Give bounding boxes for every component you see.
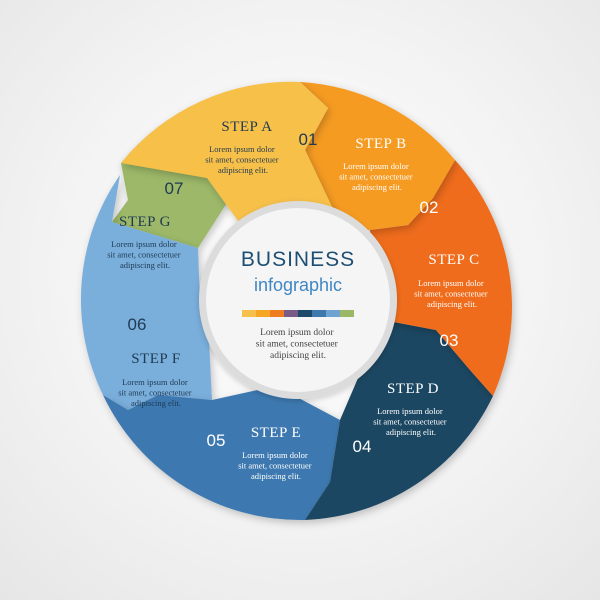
palette-swatch: [326, 310, 340, 317]
step-a-title: STEP A: [221, 119, 272, 135]
step-e-title: STEP E: [251, 425, 301, 441]
step-g-content: STEP G 07 Lorem ipsum dolor sit amet, co…: [107, 179, 183, 270]
step-e-body-line-3: adipiscing elit.: [251, 471, 301, 481]
step-d-number: 04: [353, 437, 372, 456]
step-b-body-line-3: adipiscing elit.: [352, 182, 402, 192]
step-e-content: STEP E 05 Lorem ipsum dolor sit amet, co…: [207, 425, 314, 481]
step-c-title: STEP C: [428, 252, 479, 268]
segment-step-c: [370, 160, 513, 396]
step-f-number: 06: [128, 315, 147, 334]
step-c-number: 03: [440, 331, 459, 350]
step-b-content: STEP B 02 Lorem ipsum dolor sit amet, co…: [339, 136, 438, 217]
step-d-body-line-2: sit amet, consectetuer: [373, 417, 447, 427]
center-subtitle: infographic: [254, 275, 342, 295]
step-g-body-line-2: sit amet, consectetuer: [107, 250, 181, 260]
step-c-body-line-3: adipiscing elit.: [427, 299, 477, 309]
step-g-number: 07: [165, 179, 184, 198]
step-f-body-line-1: Lorem ipsum dolor: [122, 377, 188, 387]
palette-swatch: [256, 310, 270, 317]
step-c-body: Lorem ipsum dolor sit amet, consectetuer…: [414, 278, 490, 309]
step-d-content: STEP D 04 Lorem ipsum dolor sit amet, co…: [353, 381, 449, 456]
center-title: BUSINESS: [241, 248, 355, 271]
step-f-body-line-2: sit amet, consectetuer: [118, 388, 192, 398]
step-d-body-line-1: Lorem ipsum dolor: [377, 406, 443, 416]
step-a-body: Lorem ipsum dolor sit amet, consectetuer…: [205, 144, 281, 175]
palette-swatch: [298, 310, 312, 317]
segment-step-f: [80, 175, 212, 410]
center-body-line-1: Lorem ipsum dolor: [260, 328, 334, 338]
step-g-title: STEP G: [119, 214, 171, 230]
step-f-body: Lorem ipsum dolor sit amet, consectetuer…: [118, 377, 194, 408]
step-a-content: STEP A 01 Lorem ipsum dolor sit amet, co…: [205, 119, 317, 175]
center-palette-strip: [242, 310, 354, 317]
segment-step-a: [121, 81, 342, 232]
step-g-body-line-1: Lorem ipsum dolor: [111, 239, 177, 249]
palette-swatch: [312, 310, 326, 317]
segment-step-e: [103, 386, 340, 521]
step-d-body-line-3: adipiscing elit.: [386, 427, 436, 437]
step-c-body-line-1: Lorem ipsum dolor: [418, 278, 484, 288]
step-b-body-line-2: sit amet, consectetuer: [339, 172, 413, 182]
step-e-body-line-1: Lorem ipsum dolor: [242, 450, 308, 460]
palette-swatch: [284, 310, 298, 317]
step-b-body-line-1: Lorem ipsum dolor: [343, 161, 409, 171]
palette-swatch: [270, 310, 284, 317]
step-e-number: 05: [207, 431, 226, 450]
step-f-title: STEP F: [131, 351, 181, 367]
step-e-body-line-2: sit amet, consectetuer: [238, 461, 312, 471]
step-b-title: STEP B: [355, 136, 406, 152]
segment-step-b: [300, 82, 455, 230]
step-f-body-line-3: adipiscing elit.: [131, 398, 181, 408]
step-a-body-line-2: sit amet, consectetuer: [205, 155, 279, 165]
step-c-content: STEP C 03 Lorem ipsum dolor sit amet, co…: [414, 252, 490, 350]
cycle-segments: [80, 81, 513, 521]
step-b-body: Lorem ipsum dolor sit amet, consectetuer…: [339, 161, 415, 192]
step-a-body-line-3: adipiscing elit.: [218, 165, 268, 175]
step-f-content: STEP F 06 Lorem ipsum dolor sit amet, co…: [118, 315, 194, 408]
center-body: Lorem ipsum dolor sit amet, consectetuer…: [256, 328, 340, 361]
palette-swatch: [242, 310, 256, 317]
step-a-number: 01: [299, 130, 318, 149]
center-body-line-2: sit amet, consectetuer: [256, 340, 339, 350]
center-body-line-3: adipiscing elit.: [270, 351, 326, 361]
step-g-body-line-3: adipiscing elit.: [120, 260, 170, 270]
step-a-body-line-1: Lorem ipsum dolor: [209, 144, 275, 154]
step-b-number: 02: [420, 198, 439, 217]
step-c-body-line-2: sit amet, consectetuer: [414, 289, 488, 299]
step-e-body: Lorem ipsum dolor sit amet, consectetuer…: [238, 450, 314, 481]
step-d-title: STEP D: [387, 381, 439, 397]
center-circle: [206, 208, 390, 392]
palette-swatch: [340, 310, 354, 317]
step-d-body: Lorem ipsum dolor sit amet, consectetuer…: [373, 406, 449, 437]
step-g-body: Lorem ipsum dolor sit amet, consectetuer…: [107, 239, 183, 270]
segment-step-d: [305, 320, 493, 520]
